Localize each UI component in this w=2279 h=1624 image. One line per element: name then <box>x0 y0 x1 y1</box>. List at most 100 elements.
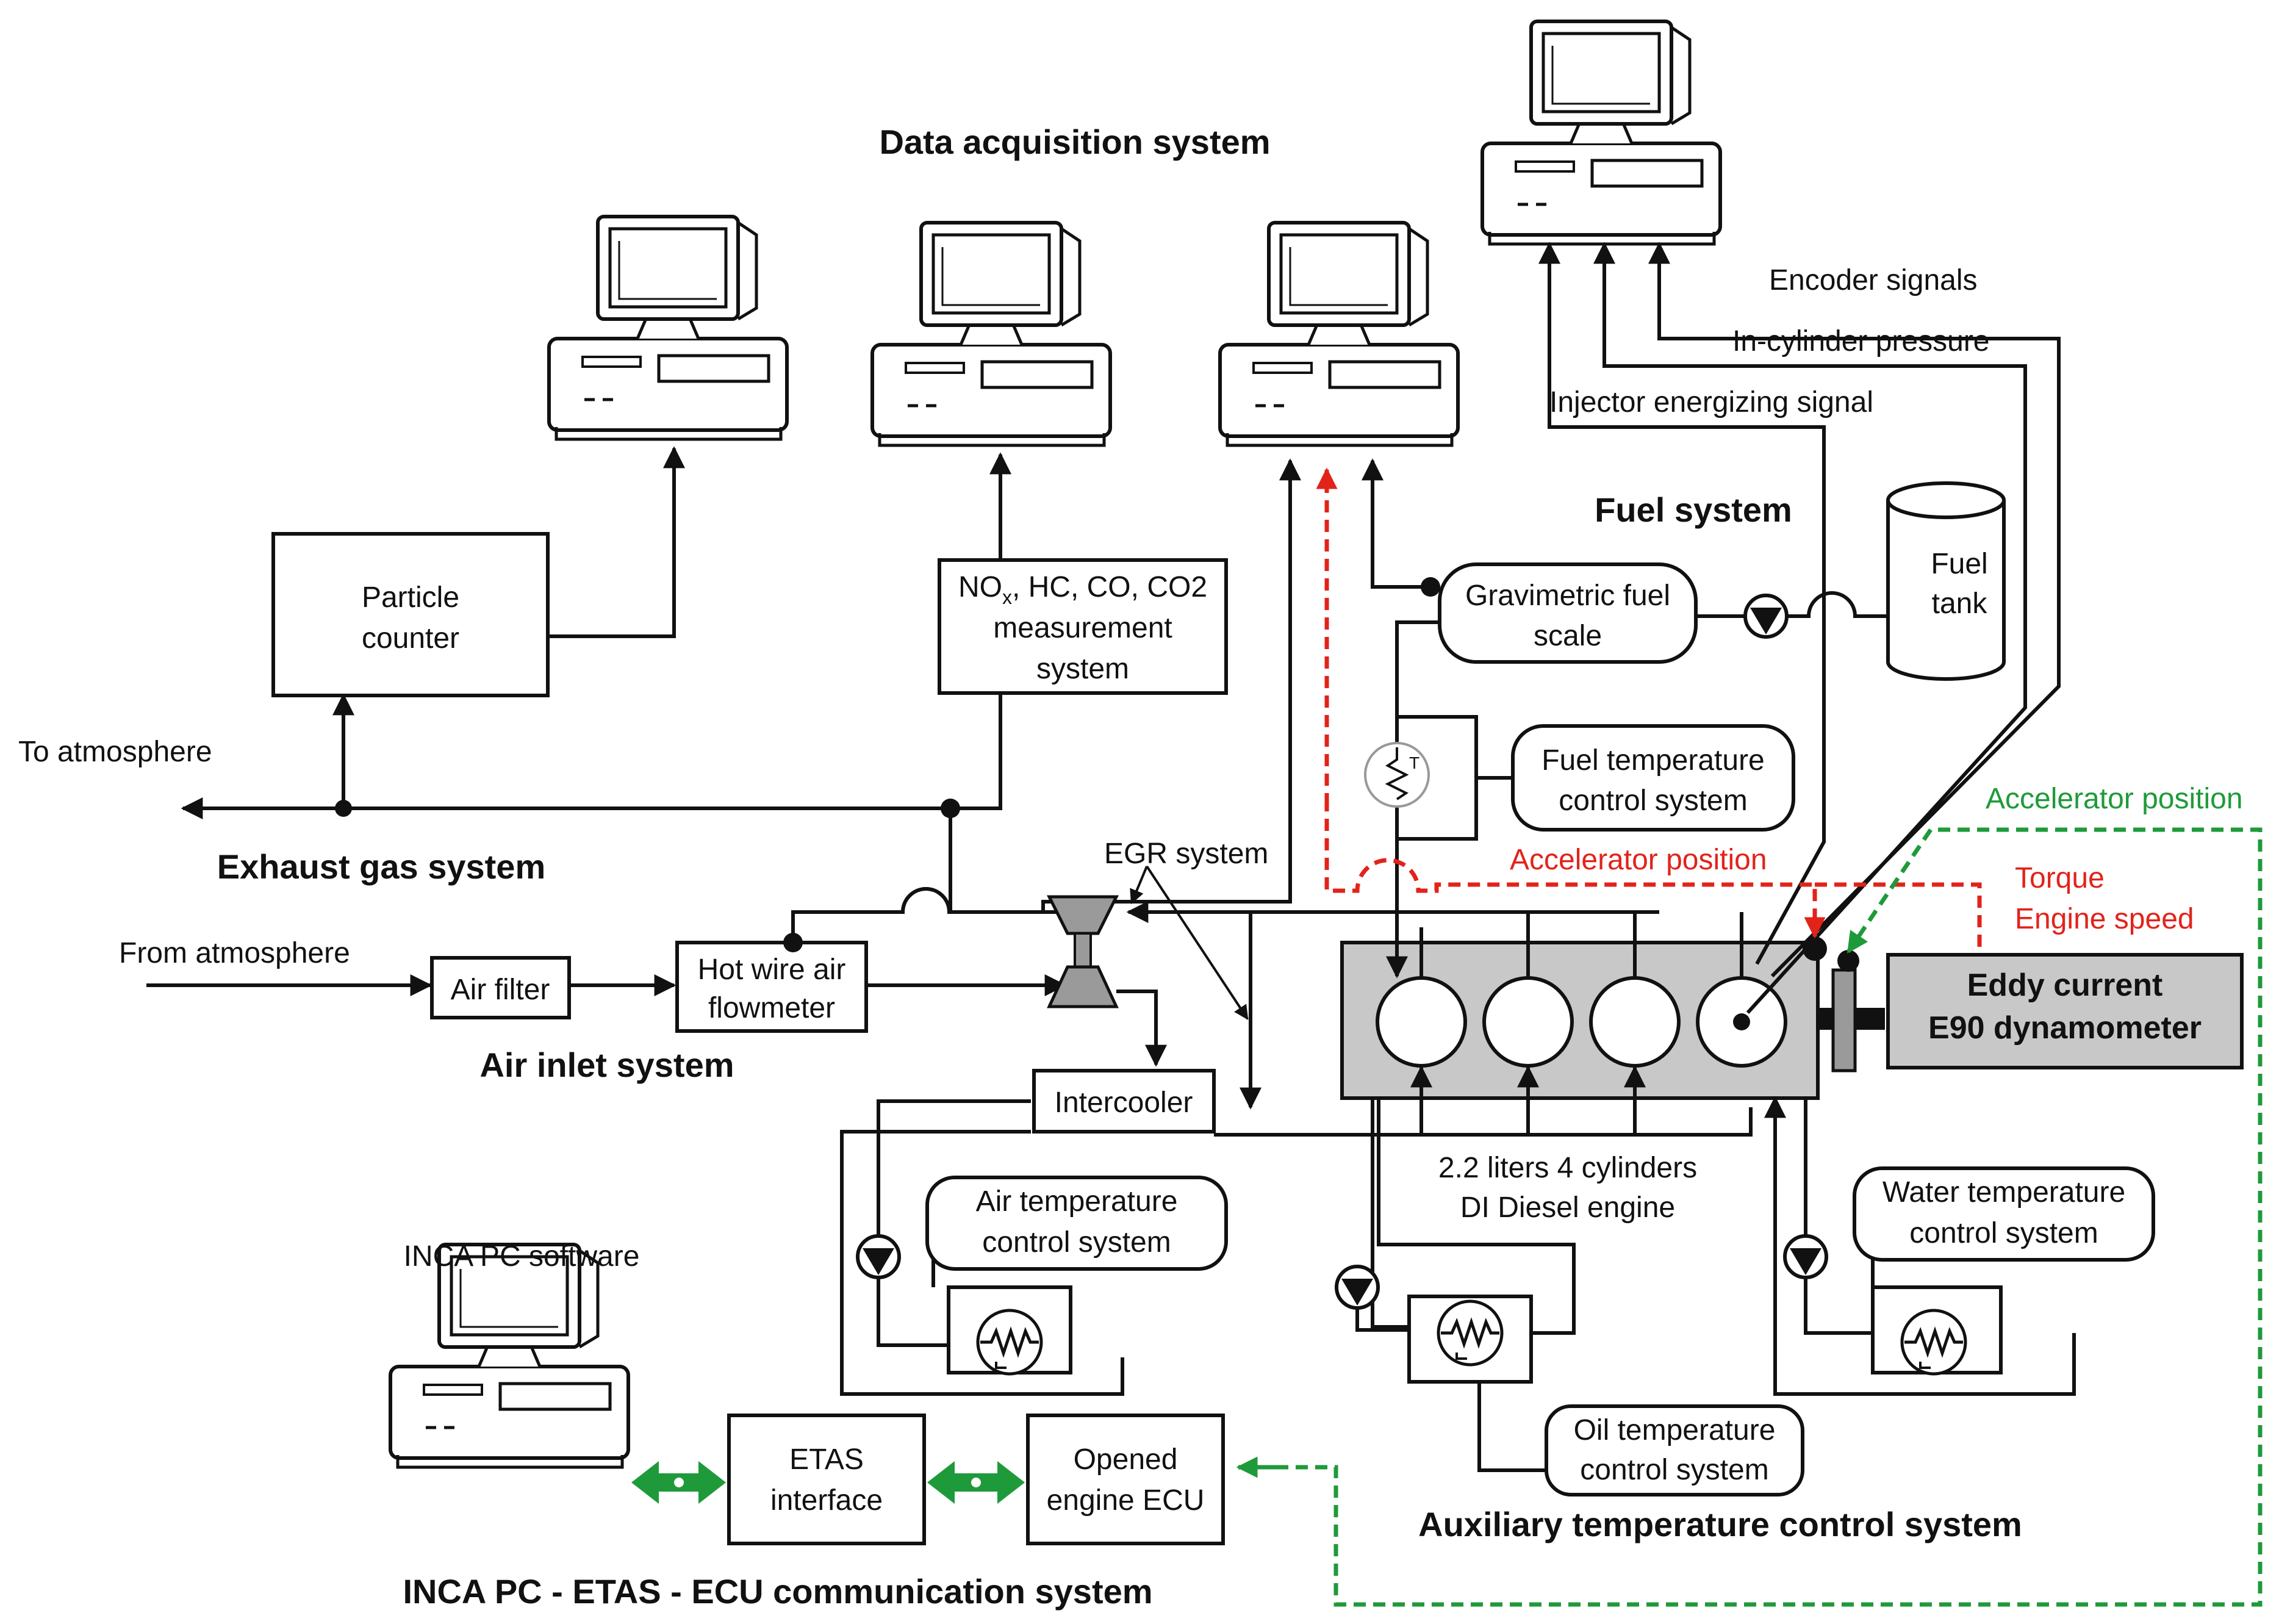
water-line <box>1804 1278 1873 1335</box>
water-temp-label: control system <box>1909 1217 2098 1249</box>
turbo-shaft <box>1074 932 1092 968</box>
fuel-tank-label: Fuel <box>1931 548 1987 580</box>
intercooler-box <box>1032 1069 1216 1134</box>
encoder-signal-line <box>1648 242 2061 978</box>
emissions-label: NOx, HC, CO, CO2 <box>958 571 1207 608</box>
fuel-tank <box>1886 500 2006 681</box>
speed-sensor <box>1837 950 1859 972</box>
ecu-label: Opened <box>1074 1443 1178 1476</box>
compressor-to-intercooler-line <box>1116 990 1167 1067</box>
green-accelerator-line <box>1257 827 2263 1607</box>
fuel-system-header: Fuel system <box>1595 490 1792 529</box>
cylinder-1 <box>1376 976 1467 1068</box>
fuel-tank-top <box>1886 481 2006 519</box>
red-torque-line <box>1815 882 1982 952</box>
dynamometer-box <box>1886 953 2244 1069</box>
egr-pointer <box>1146 865 1249 1021</box>
computer-inca <box>390 1245 628 1467</box>
exhaust-system-header: Exhaust gas system <box>217 847 545 886</box>
inca-comm-header: INCA PC - ETAS - ECU communication syste… <box>403 1572 1152 1611</box>
hot-wire-flowmeter-box <box>675 941 868 1033</box>
incyl-label: In-cylinder pressure <box>1732 325 1990 357</box>
computer-particle <box>549 217 787 439</box>
flowmeter-to-daq-line <box>791 458 1301 943</box>
exhaust-to-emissions-line <box>950 693 1002 810</box>
egr-label: EGR system <box>1104 838 1268 870</box>
air-coolant-pump <box>858 1236 899 1277</box>
gravimetric-fuel-scale <box>1438 562 1698 664</box>
air-filter-label: Air filter <box>451 974 550 1006</box>
emissions-label: measurement <box>993 612 1172 644</box>
computer-emissions <box>872 223 1110 445</box>
engine-ecu-box <box>1026 1414 1225 1545</box>
emissions-label: system <box>1036 653 1129 685</box>
inca-etas-link <box>631 1461 726 1504</box>
particle-to-pc-line <box>548 446 685 638</box>
encoder-label: Encoder signals <box>1769 264 1978 296</box>
air-inlet-header: Air inlet system <box>479 1046 734 1084</box>
accel-green-label: Accelerator position <box>1986 783 2243 815</box>
oil-temp-label: control system <box>1580 1454 1768 1486</box>
emissions-measurement-box <box>938 558 1228 695</box>
fuel-thermistor <box>1364 742 1430 808</box>
air-coolant-line <box>877 1099 1031 1269</box>
cylinder-2 <box>1482 976 1574 1068</box>
fuel-to-engine-line <box>1386 620 1440 979</box>
computer-combustion <box>1482 21 1720 244</box>
wire-hop <box>901 887 951 913</box>
dynamometer-label: E90 dynamometer <box>1928 1010 2202 1046</box>
air-filter-box <box>430 956 571 1019</box>
air-temp-label: Air temperature <box>976 1185 1178 1218</box>
water-temp-control-box <box>1853 1166 2155 1262</box>
shaft-coupling <box>1831 968 1857 1072</box>
particle-counter-label: counter <box>362 622 459 655</box>
fuel-line-hop <box>1787 591 1891 618</box>
oil-line <box>1371 1315 1409 1329</box>
from-atmosphere-label: From atmosphere <box>119 937 350 969</box>
pressure-sensor <box>1733 1013 1750 1030</box>
aux-temp-header: Auxiliary temperature control system <box>1418 1505 2022 1543</box>
fuel-scale-label: scale <box>1534 620 1602 652</box>
air-heater-element <box>978 1310 1041 1374</box>
etas-label: ETAS <box>789 1443 864 1476</box>
fuel-temp-label: Fuel temperature <box>1541 744 1765 777</box>
oil-pump <box>1337 1267 1378 1308</box>
oil-temp-connector <box>1477 1382 1546 1472</box>
flowmeter-label: flowmeter <box>708 992 835 1024</box>
water-temp-label: Water temperature <box>1882 1176 2125 1209</box>
to-atmosphere-label: To atmosphere <box>18 736 212 768</box>
fuel-pump <box>1745 595 1787 637</box>
injector-label: Injector energizing signal <box>1549 386 1873 419</box>
oil-line <box>1355 1309 1409 1332</box>
oil-heater-element <box>1438 1301 1502 1365</box>
incyl-pressure-line <box>1593 242 2027 1015</box>
fuel-scale-to-daq-line <box>1362 458 1430 589</box>
etas-ecu-link <box>927 1461 1025 1504</box>
fuel-temp-control-box <box>1511 724 1795 832</box>
air-temp-label: control system <box>982 1226 1171 1259</box>
thermistor-symbol <box>1385 747 1409 800</box>
data-acquisition-header: Data acquisition system <box>879 123 1270 161</box>
turbine <box>1046 895 1119 935</box>
flowmeter-label: Hot wire air <box>698 954 846 986</box>
particle-counter-label: Particle <box>362 581 459 614</box>
egr-pointer <box>1130 866 1148 905</box>
engine-spec-label: DI Diesel engine <box>1460 1191 1675 1224</box>
accelerator-sensor <box>1803 936 1827 961</box>
water-line <box>1764 1096 2076 1396</box>
oil-temp-label: Oil temperature <box>1574 1414 1776 1446</box>
computer-main-daq <box>1220 223 1458 445</box>
oil-return-line <box>1377 1098 1576 1335</box>
air-temp-control-box <box>925 1176 1228 1271</box>
etas-interface-box <box>727 1414 926 1545</box>
particle-counter-box <box>271 532 550 697</box>
air-coolant-line <box>877 1278 949 1347</box>
intake-manifold-line <box>1214 1107 1753 1137</box>
oil-temp-control-box <box>1545 1404 1804 1496</box>
torque-label: Torque <box>2015 862 2105 894</box>
cylinder-3 <box>1589 976 1681 1068</box>
dynamometer-label: Eddy current <box>1967 968 2163 1003</box>
junction <box>783 933 803 952</box>
